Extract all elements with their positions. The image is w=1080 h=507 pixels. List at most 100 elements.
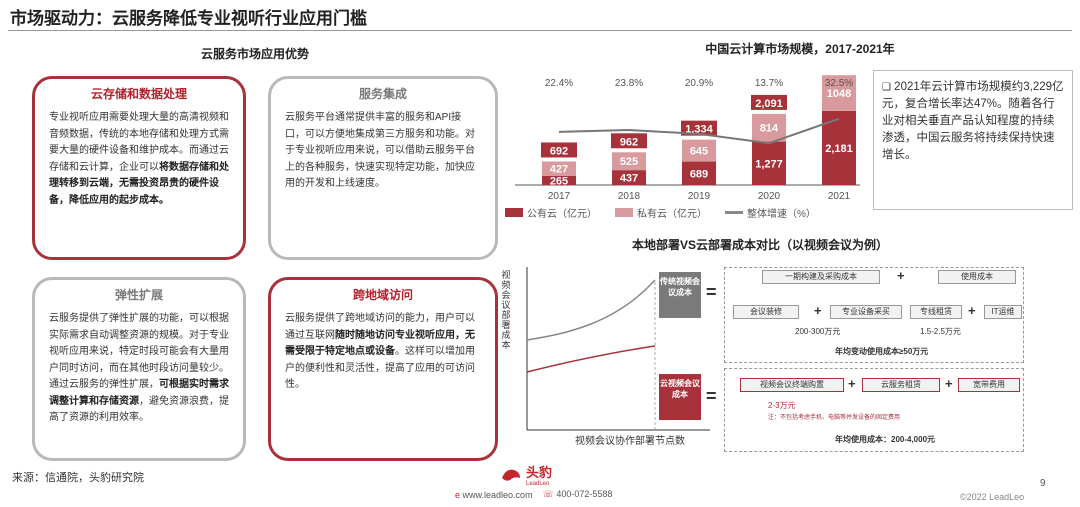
legend-swatch — [505, 208, 523, 217]
leopard-icon — [502, 469, 520, 481]
bar-private — [752, 113, 786, 142]
growth-line — [558, 117, 840, 145]
item-box: 云服务租赁 — [862, 378, 940, 392]
card-text-segment: 专业视听应用需要处理大量的高清视频和音频数据，传统的本地存储和处理方式需要大量的… — [49, 112, 229, 173]
card-body: 云服务提供了弹性扩展的功能，可以根据实际需求自动调整资源的规模。对于专业视听应用… — [49, 311, 229, 427]
copyright: ©2022 LeadLeo — [960, 492, 1025, 502]
annual-cost-label: 年均变动使用成本≥50万元 — [835, 347, 929, 356]
card-title: 跨地域访问 — [352, 288, 413, 302]
item-box: 会议装修 — [733, 305, 799, 319]
cloud-breakdown — [724, 368, 1024, 452]
legend-swatch — [615, 208, 633, 217]
growth-label: 22.4% — [545, 78, 573, 89]
phone-link[interactable]: ☏ 400-072-5588 — [542, 489, 613, 499]
data-label-private: 525 — [620, 156, 638, 168]
card-elastic-scaling: 弹性扩展 云服务提供了弹性扩展的功能，可以根据实际需求自动调整资源的规模。对于专… — [32, 277, 246, 461]
website-link[interactable]: e www.leadleo.com — [455, 489, 533, 500]
legend-item-growth: 整体增速（%） — [725, 205, 816, 220]
plus-sign: + — [945, 376, 953, 391]
plus-sign: + — [968, 303, 976, 318]
logo: 头豹 LeadLeo — [500, 462, 552, 487]
x-tick-label: 2017 — [548, 191, 571, 202]
card-body: 云服务提供了跨地域访问的能力，用户可以通过互联网随时随地访问专业视听应用，无需受… — [285, 311, 481, 394]
data-label-public: 1,277 — [755, 158, 783, 170]
item-box: 宽带费用 — [958, 378, 1020, 392]
card-text-segment: ，避免资源浪费，提高了资源的利用效率。 — [49, 395, 229, 424]
cost-curve-chart — [526, 267, 710, 431]
data-label-private: 645 — [690, 146, 708, 158]
legend-swatch — [725, 211, 743, 214]
growth-label: 32.5% — [825, 78, 853, 89]
x-tick-label: 2019 — [688, 191, 711, 202]
card-title: 弹性扩展 — [114, 288, 163, 302]
data-label-private: 427 — [550, 164, 568, 176]
bar-private — [822, 75, 856, 111]
data-label-public: 265 — [550, 175, 568, 187]
data-label-public: 2,181 — [825, 143, 853, 155]
range-label: 2-3万元 — [768, 401, 796, 410]
x-tick-label: 2020 — [758, 191, 781, 202]
total-label: 2,091 — [755, 98, 783, 110]
card-service-integration: 服务集成 云服务平台通常提供丰富的服务和API接口，可以方便地集成第三方服务和功… — [268, 76, 498, 260]
market-note-box: ❑ 2021年云计算市场规模约3,229亿元，复合增长率达47%。随着各行业对相… — [873, 70, 1073, 210]
bar-private — [542, 161, 576, 176]
traditional-cost-box: 传统视频会议成本 — [659, 272, 701, 318]
equals-sign: = — [706, 386, 717, 406]
traditional-cost-curve — [526, 279, 656, 341]
total-label-bg — [751, 94, 787, 110]
item-box: 专线租赁 — [910, 305, 962, 319]
item-box: 专业设备采买 — [830, 305, 902, 319]
cost-x-label: 视频会议协作部署节点数 — [575, 436, 685, 447]
item-box: IT运维 — [984, 305, 1022, 319]
equals-sign: = — [706, 282, 717, 302]
total-label: 692 — [550, 145, 568, 157]
range-label: 200-300万元 — [795, 327, 841, 336]
growth-label: 23.8% — [615, 78, 643, 89]
market-size-chart: 265427692201722.4%437525962201823.8%6896… — [515, 75, 860, 202]
market-note-text: 2021年云计算市场规模约3,229亿元，复合增长率达47%。随着各行业对相关垂… — [882, 81, 1064, 161]
bar-private — [682, 139, 716, 162]
data-label-public: 689 — [690, 168, 708, 180]
annual-cost-label: 年均使用成本：200-4,000元 — [835, 435, 936, 444]
cloud-cost-curve — [526, 345, 656, 373]
usage-cost-box: 使用成本 — [938, 270, 1016, 284]
checkbox-bullet-icon: ❑ — [882, 82, 891, 93]
plus-sign: + — [848, 376, 856, 391]
card-title: 云存储和数据处理 — [90, 87, 187, 101]
growth-label: 20.9% — [685, 78, 713, 89]
card-text-segment: 云服务提供了跨地域访问的能力，用户可以通过互联网 — [285, 313, 475, 341]
total-label-bg — [611, 133, 647, 149]
traditional-breakdown — [724, 267, 1024, 363]
cost-title: 本地部署VS云部署成本对比（以视频会议为例） — [631, 238, 888, 252]
total-label-bg — [541, 142, 577, 158]
item-box: 视频会议终端购置 — [740, 378, 844, 392]
range-label: 1.5-2.5万元 — [920, 327, 961, 336]
source-note: 来源：信通院，头豹研究院 — [12, 472, 144, 484]
card-body: 专业视听应用需要处理大量的高清视频和音频数据，传统的本地存储和处理方式需要大量的… — [49, 110, 229, 209]
growth-label: 13.7% — [755, 78, 783, 89]
chart-legend: 公有云（亿元） 私有云（亿元） 整体增速（%） — [505, 205, 816, 220]
bar-public — [682, 161, 716, 185]
title-divider — [8, 30, 1072, 31]
cost-y-label: 视频会议部署成本 — [501, 270, 511, 350]
cloud-cost-box: 云视频会议成本 — [659, 374, 701, 420]
card-title: 服务集成 — [358, 87, 407, 101]
card-text-segment: 云服务平台通常提供丰富的服务和API接口，可以方便地集成第三方服务和功能。对于专… — [285, 112, 475, 189]
bar-private — [612, 152, 646, 171]
legend-item-public: 公有云（亿元） — [505, 205, 597, 220]
x-tick-label: 2021 — [828, 191, 851, 202]
x-tick-label: 2018 — [618, 191, 641, 202]
legend-item-private: 私有云（亿元） — [615, 205, 707, 220]
card-body: 云服务平台通常提供丰富的服务和API接口，可以方便地集成第三方服务和功能。对于专… — [285, 110, 481, 193]
card-text-segment: 云服务提供了弹性扩展的功能，可以根据实际需求自动调整资源的规模。对于专业视听应用… — [49, 313, 229, 390]
card-text-segment: 。这样可以增加用户的便利性和灵活性，提高了应用的可访问性。 — [285, 346, 475, 390]
data-label-private: 1048 — [827, 88, 851, 100]
chart-title: 中国云计算市场规模，2017-2021年 — [705, 42, 895, 56]
plus-sign: + — [814, 303, 822, 318]
total-label-bg — [681, 120, 717, 136]
card-cloud-storage: 云存储和数据处理 专业视听应用需要处理大量的高清视频和音频数据，传统的本地存储和… — [32, 76, 246, 260]
data-label-public: 437 — [620, 173, 638, 185]
card-text-segment: 将数据存储和处理转移到云端，无需投资昂贵的硬件设备，降低应用的起步成本。 — [49, 161, 229, 206]
contact-bar: e www.leadleo.com ☏ 400-072-5588 — [455, 489, 612, 500]
left-section-title: 云服务市场应用优势 — [200, 47, 309, 61]
